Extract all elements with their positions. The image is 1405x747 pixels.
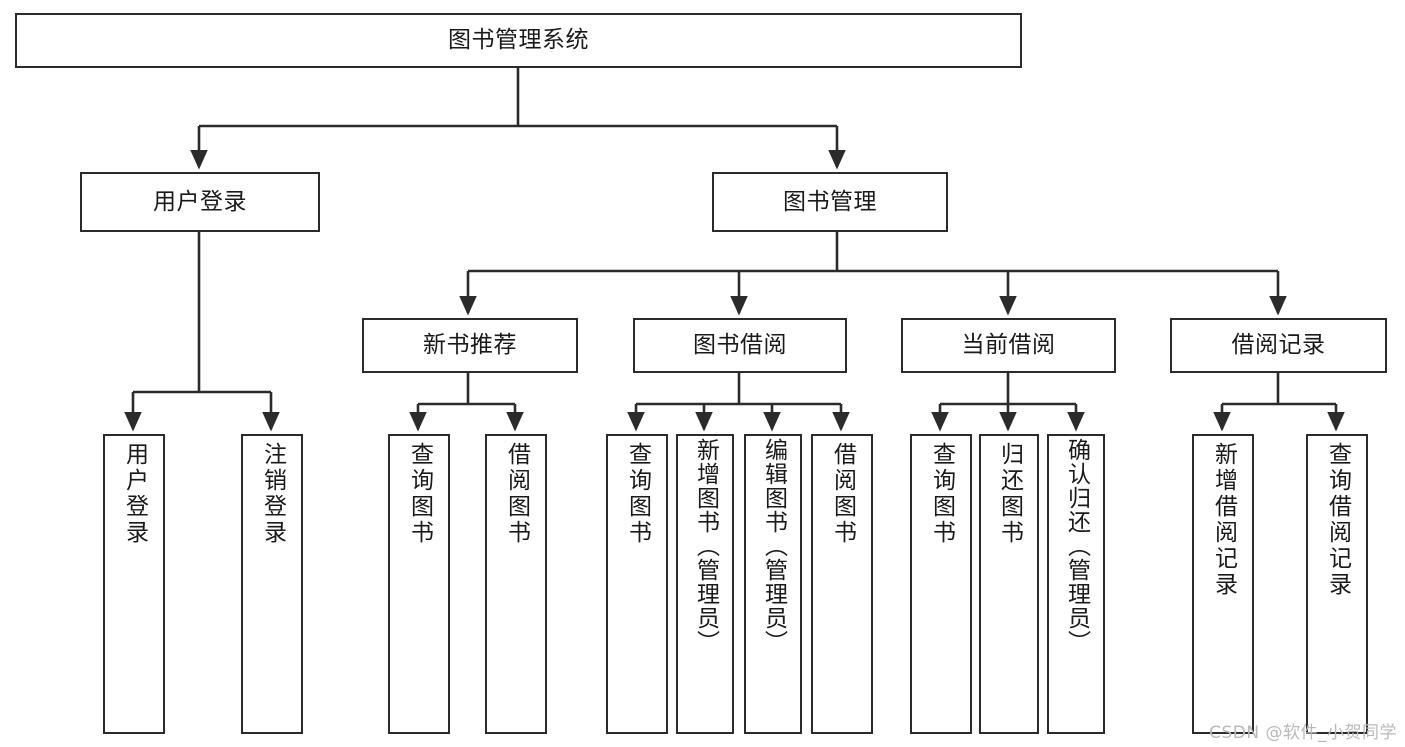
node-label: 归还图书 — [996, 442, 1023, 546]
node-leaf-query-book-current[interactable]: 查询图书 — [910, 434, 972, 734]
node-label: 图书借阅 — [693, 332, 787, 359]
node-label: 当前借阅 — [961, 332, 1056, 359]
node-leaf-query-book-new[interactable]: 查询图书 — [388, 434, 450, 734]
node-label: 确认归还（管理员） — [1063, 438, 1090, 654]
node-label: 查询图书 — [928, 442, 955, 546]
node-leaf-add-book-admin[interactable]: 新增图书（管理员） — [676, 434, 734, 734]
node-leaf-logout[interactable]: 注销登录 — [241, 434, 303, 734]
node-label: 借阅图书 — [829, 442, 856, 546]
node-current-borrow[interactable]: 当前借阅 — [901, 318, 1116, 373]
node-label: 新书推荐 — [423, 332, 517, 359]
node-label: 查询图书 — [406, 442, 433, 546]
node-label: 图书管理 — [783, 188, 877, 215]
node-label: 借阅记录 — [1231, 332, 1326, 359]
node-leaf-edit-book-admin[interactable]: 编辑图书（管理员） — [744, 434, 802, 734]
node-label: 注销登录 — [259, 442, 286, 546]
node-leaf-borrow-book-new[interactable]: 借阅图书 — [485, 434, 547, 734]
node-label: 用户登录 — [153, 188, 247, 215]
node-leaf-add-borrow-record[interactable]: 新增借阅记录 — [1192, 434, 1254, 734]
node-leaf-query-borrow-record[interactable]: 查询借阅记录 — [1306, 434, 1368, 734]
node-root-system[interactable]: 图书管理系统 — [15, 13, 1022, 68]
node-label: 查询图书 — [624, 442, 651, 546]
node-leaf-lend-book[interactable]: 借阅图书 — [811, 434, 873, 734]
node-leaf-confirm-return-admin[interactable]: 确认归还（管理员） — [1047, 434, 1105, 734]
node-borrow-record[interactable]: 借阅记录 — [1170, 318, 1387, 373]
node-label: 图书管理系统 — [448, 27, 589, 54]
node-label: 查询借阅记录 — [1324, 442, 1351, 598]
node-leaf-return-book[interactable]: 归还图书 — [979, 434, 1039, 734]
csdn-watermark: CSDN @软件_小贺同学 — [1209, 723, 1397, 743]
node-label: 新增借阅记录 — [1210, 442, 1237, 598]
node-leaf-query-book-borrow[interactable]: 查询图书 — [606, 434, 668, 734]
node-label: 用户登录 — [121, 442, 148, 546]
node-book-management[interactable]: 图书管理 — [712, 172, 948, 232]
node-label: 借阅图书 — [503, 442, 530, 546]
node-user-login[interactable]: 用户登录 — [80, 172, 320, 232]
node-new-book-recommend[interactable]: 新书推荐 — [362, 318, 578, 373]
node-label: 新增图书（管理员） — [692, 438, 719, 654]
node-book-borrow[interactable]: 图书借阅 — [633, 318, 847, 373]
node-leaf-user-login[interactable]: 用户登录 — [103, 434, 165, 734]
node-label: 编辑图书（管理员） — [760, 438, 787, 654]
